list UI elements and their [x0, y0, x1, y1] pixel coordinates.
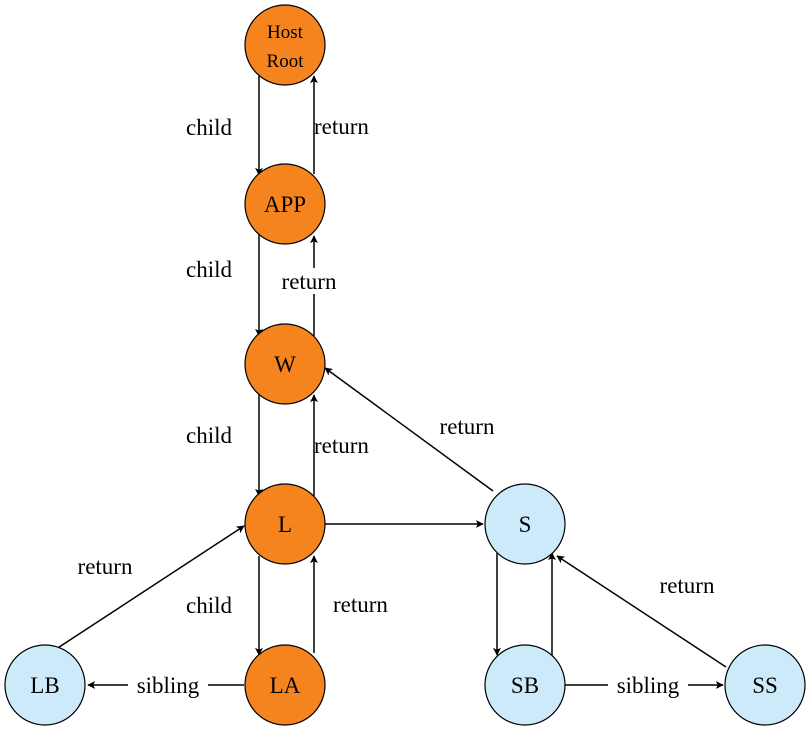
edge-return-lb-l [46, 525, 245, 656]
label-child-app-w: child [186, 257, 232, 282]
node-w-label: W [274, 352, 296, 377]
node-hostroot-line2: Root [267, 51, 305, 72]
node-ss-label: SS [752, 673, 778, 698]
label-return-la-l: return [333, 592, 388, 617]
label-sibling-la-lb: sibling [137, 673, 200, 698]
node-lb: LB [4, 644, 86, 726]
label-return-app-hostroot: return [314, 114, 369, 139]
label-child-l-la: child [186, 593, 232, 618]
node-l-label: L [278, 512, 292, 537]
node-sb-label: SB [511, 673, 539, 698]
label-child-w-l: child [186, 423, 232, 448]
node-ss: SS [724, 644, 806, 726]
node-app: APP [244, 163, 326, 245]
label-return-s-w: return [440, 414, 495, 439]
node-sb: SB [484, 644, 566, 726]
node-lb-label: LB [30, 673, 59, 698]
label-child-hostroot-app: child [186, 115, 232, 140]
label-return-ss-s: return [660, 573, 715, 598]
node-w: W [244, 323, 326, 405]
node-hostroot-line1: Host [267, 22, 304, 43]
node-s-label: S [519, 512, 532, 537]
node-hostroot: Host Root [244, 4, 326, 86]
label-return-w-app: return [282, 269, 337, 294]
label-return-l-w: return [314, 433, 369, 458]
node-app-label: APP [264, 192, 306, 217]
label-return-lb-l: return [78, 554, 133, 579]
node-la: LA [244, 644, 326, 726]
label-bg-sibling-la-lb [128, 672, 208, 698]
edge-return-s-w [324, 367, 494, 492]
label-bg-sibling-sb-ss [608, 672, 688, 698]
node-s: S [484, 483, 566, 565]
node-la-label: LA [270, 673, 301, 698]
node-l: L [244, 483, 326, 565]
label-sibling-sb-ss: sibling [617, 673, 680, 698]
label-bg-return-w-app [276, 268, 342, 294]
edge-return-ss-s [556, 555, 727, 668]
